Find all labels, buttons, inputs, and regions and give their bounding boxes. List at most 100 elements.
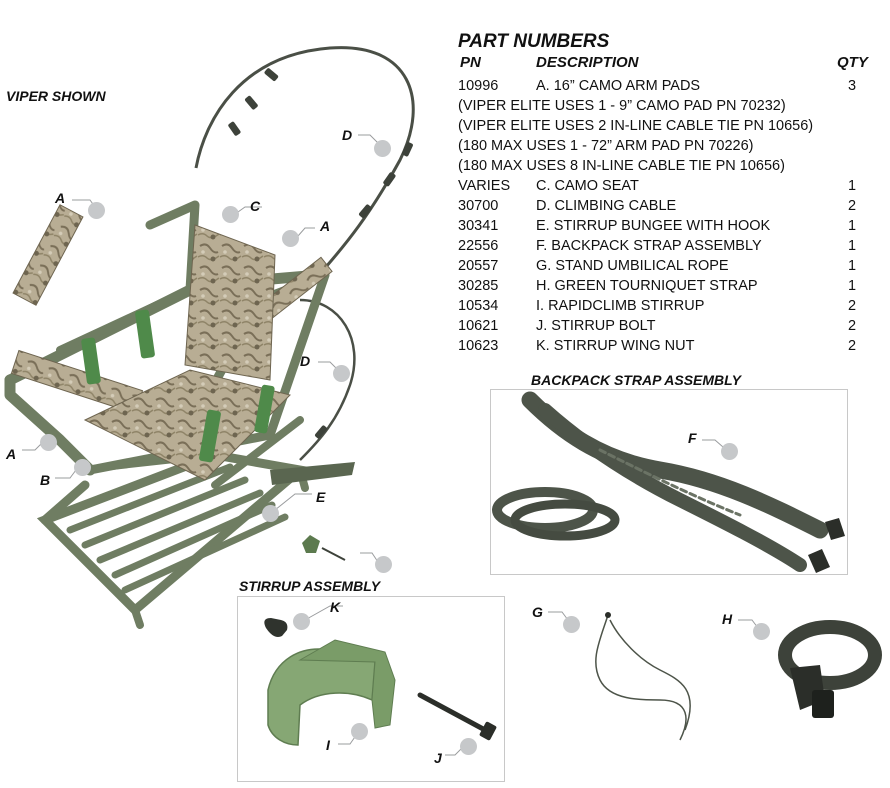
- part-quantity: 2: [848, 338, 857, 354]
- callout-dot: [262, 505, 279, 522]
- seat-back: [184, 224, 276, 381]
- parts-note: (180 MAX USES 1 - 72” ARM PAD PN 70226): [458, 136, 868, 156]
- part-description: J. STIRRUP BOLT: [536, 318, 656, 334]
- parts-row: 30285 H. GREEN TOURNIQUET STRAP 1: [458, 276, 868, 296]
- parts-list: 10996 A. 16” CAMO ARM PADS 3 (VIPER ELIT…: [458, 76, 868, 356]
- column-header-pn: PN: [460, 54, 481, 71]
- callout-a-front: A: [6, 446, 17, 462]
- parts-note: (180 MAX USES 8 IN-LINE CABLE TIE PN 106…: [458, 156, 868, 176]
- part-number: 20557: [458, 258, 499, 274]
- callout-dot: [333, 365, 350, 382]
- part-note: (180 MAX USES 1 - 72” ARM PAD PN 70226): [458, 138, 754, 154]
- callout-g: G: [532, 604, 543, 620]
- callout-dot: [282, 230, 299, 247]
- callout-d-lower: D: [300, 353, 311, 369]
- stirrup-bolt: [417, 692, 497, 741]
- part-quantity: 2: [848, 298, 857, 314]
- part-number: 30341: [458, 218, 499, 234]
- column-header-description: DESCRIPTION: [536, 54, 639, 71]
- seat-straps: [81, 309, 275, 463]
- part-description: I. RAPIDCLIMB STIRRUP: [536, 298, 705, 314]
- parts-row: 10621 J. STIRRUP BOLT 2: [458, 316, 868, 336]
- part-description: G. STAND UMBILICAL ROPE: [536, 258, 729, 274]
- callout-dot: [375, 556, 392, 573]
- callout-a-right: A: [320, 218, 331, 234]
- callout-e: E: [316, 489, 326, 505]
- part-quantity: 2: [848, 198, 857, 214]
- callout-dot: [74, 459, 91, 476]
- callout-dot: [753, 623, 770, 640]
- part-description: E. STIRRUP BUNGEE WITH HOOK: [536, 218, 771, 234]
- parts-row: 30700 D. CLIMBING CABLE 2: [458, 196, 868, 216]
- callout-dot: [88, 202, 105, 219]
- part-number: VARIES: [458, 178, 511, 194]
- part-quantity: 1: [848, 238, 857, 254]
- part-number: 22556: [458, 238, 499, 254]
- viper-shown-label: VIPER SHOWN: [6, 88, 106, 104]
- foot-bar: [270, 462, 355, 485]
- callout-c: C: [250, 198, 261, 214]
- part-description: K. STIRRUP WING NUT: [536, 338, 695, 354]
- wing-nut: [264, 618, 288, 637]
- backpack-strap: [492, 391, 829, 572]
- part-description: F. BACKPACK STRAP ASSEMBLY: [536, 238, 762, 254]
- arm-pad-top: [12, 204, 84, 306]
- part-note: (VIPER ELITE USES 1 - 9” CAMO PAD PN 702…: [458, 98, 786, 114]
- backpack-buckle-1: [808, 549, 830, 573]
- backpack-buckle-2: [825, 518, 845, 540]
- parts-row: 22556 F. BACKPACK STRAP ASSEMBLY 1: [458, 236, 868, 256]
- callout-dot: [563, 616, 580, 633]
- part-description: H. GREEN TOURNIQUET STRAP: [536, 278, 758, 294]
- stirrup-assembly-label: STIRRUP ASSEMBLY: [239, 578, 381, 594]
- part-number: 30700: [458, 198, 499, 214]
- umbilical-rope: [595, 614, 691, 741]
- seat-cushion: [83, 369, 291, 481]
- part-quantity: 1: [848, 258, 857, 274]
- climbing-cable-upper: [194, 46, 415, 269]
- callout-f: F: [688, 430, 697, 446]
- part-quantity: 1: [848, 178, 857, 194]
- callout-dot: [460, 738, 477, 755]
- part-number: 10534: [458, 298, 499, 314]
- part-number: 10623: [458, 338, 499, 354]
- part-quantity: 3: [848, 78, 857, 94]
- callout-dot: [222, 206, 239, 223]
- callout-dot: [40, 434, 57, 451]
- callout-d-upper: D: [342, 127, 353, 143]
- tourniquet-strap: [778, 620, 882, 718]
- part-note: (VIPER ELITE USES 2 IN-LINE CABLE TIE PN…: [458, 118, 814, 134]
- callout-i: I: [326, 737, 330, 753]
- part-number: 30285: [458, 278, 499, 294]
- parts-note: (VIPER ELITE USES 2 IN-LINE CABLE TIE PN…: [458, 116, 868, 136]
- callout-dot: [721, 443, 738, 460]
- part-quantity: 1: [848, 218, 857, 234]
- parts-note: (VIPER ELITE USES 1 - 9” CAMO PAD PN 702…: [458, 96, 868, 116]
- rapidclimb-stirrup: [267, 639, 396, 746]
- callout-dot: [293, 613, 310, 630]
- callout-h: H: [722, 611, 733, 627]
- climbing-cable-lower: [299, 298, 356, 461]
- stirrup-bungee-small: [302, 535, 346, 561]
- column-header-qty: QTY: [837, 54, 868, 71]
- parts-row: 20557 G. STAND UMBILICAL ROPE 1: [458, 256, 868, 276]
- part-quantity: 1: [848, 278, 857, 294]
- parts-row: 10623 K. STIRRUP WING NUT 2: [458, 336, 868, 356]
- callout-b: B: [40, 472, 51, 488]
- callout-dot: [351, 723, 368, 740]
- backpack-strap-label: BACKPACK STRAP ASSEMBLY: [531, 372, 742, 388]
- part-description: A. 16” CAMO ARM PADS: [536, 78, 701, 94]
- parts-row: 30341 E. STIRRUP BUNGEE WITH HOOK 1: [458, 216, 868, 236]
- part-number: 10996: [458, 78, 499, 94]
- platform-frame: [36, 450, 311, 629]
- part-description: D. CLIMBING CABLE: [536, 198, 677, 214]
- part-number: 10621: [458, 318, 499, 334]
- callout-dot: [374, 140, 391, 157]
- callout-j: J: [434, 750, 442, 766]
- callout-a-top: A: [55, 190, 66, 206]
- page-title: PART NUMBERS: [458, 31, 610, 52]
- parts-row: 10996 A. 16” CAMO ARM PADS 3: [458, 76, 868, 96]
- part-note: (180 MAX USES 8 IN-LINE CABLE TIE PN 106…: [458, 158, 785, 174]
- part-quantity: 2: [848, 318, 857, 334]
- parts-row: VARIES C. CAMO SEAT 1: [458, 176, 868, 196]
